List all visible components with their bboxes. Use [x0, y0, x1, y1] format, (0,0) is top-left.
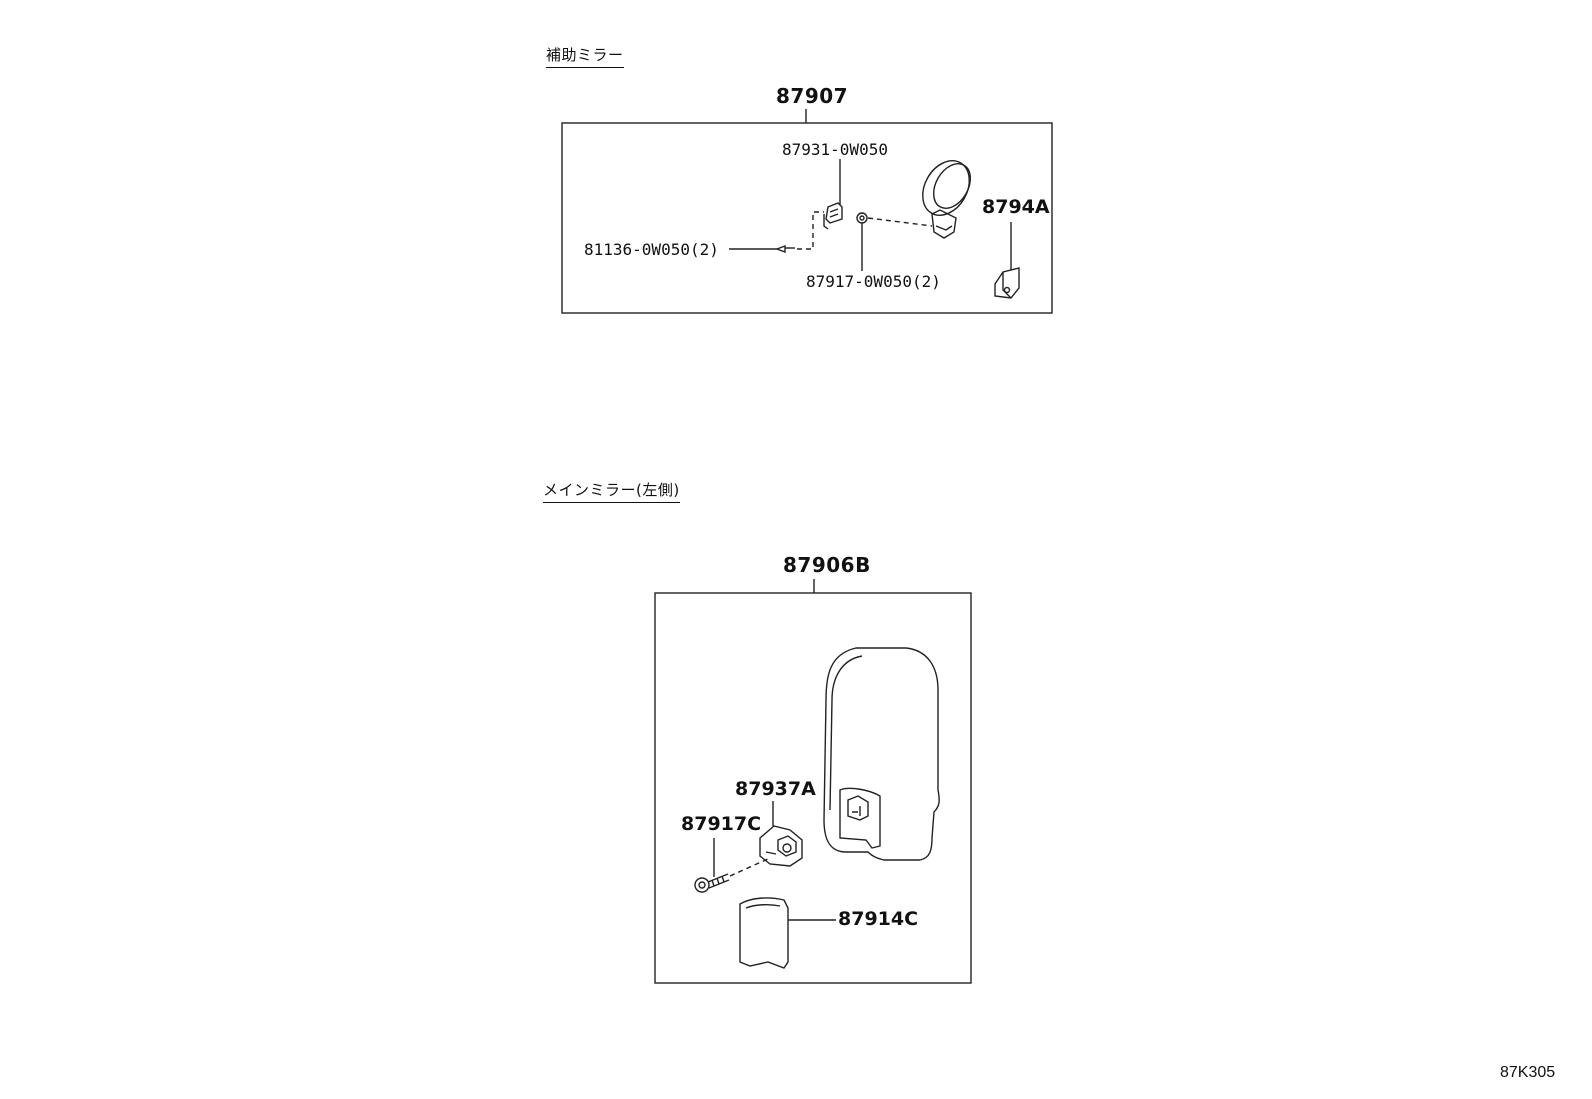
aux-mirror-part: [922, 160, 972, 239]
washer-part-number[interactable]: 87917-0W050(2): [806, 272, 941, 291]
aux-mirror-section-title: 補助ミラー: [546, 44, 624, 68]
aux-assembly-frame: [561, 122, 1053, 314]
main-mirror-section-title: メインミラー(左側): [543, 479, 680, 503]
screw-part-number[interactable]: 81136-0W050(2): [584, 240, 719, 259]
cover-part-number[interactable]: 87914C: [838, 908, 919, 930]
main-assembly-number[interactable]: 87906B: [783, 553, 871, 577]
screw-part: [775, 244, 795, 254]
washer-part: [856, 212, 868, 224]
aux-assembly-number[interactable]: 87907: [776, 84, 849, 108]
bolt-part: [694, 873, 730, 893]
cover-part: [739, 897, 789, 969]
holder-part-number[interactable]: 87937A: [735, 778, 816, 800]
diagram-reference: 87K305: [1500, 1064, 1556, 1081]
bracket-part-number[interactable]: 87931-0W050: [782, 140, 888, 159]
stay-part: [994, 267, 1020, 299]
main-assembly-frame: [654, 592, 972, 984]
bracket-part: [823, 202, 843, 230]
screw-dashed-path: [797, 211, 824, 250]
washer-dashed-path: [867, 217, 933, 227]
bolt-part-number[interactable]: 87917C: [681, 813, 762, 835]
stay-part-number[interactable]: 8794A: [982, 196, 1050, 218]
main-mirror-part: [823, 647, 940, 861]
bolt-dashed-path: [729, 857, 771, 877]
holder-part: [759, 825, 803, 867]
